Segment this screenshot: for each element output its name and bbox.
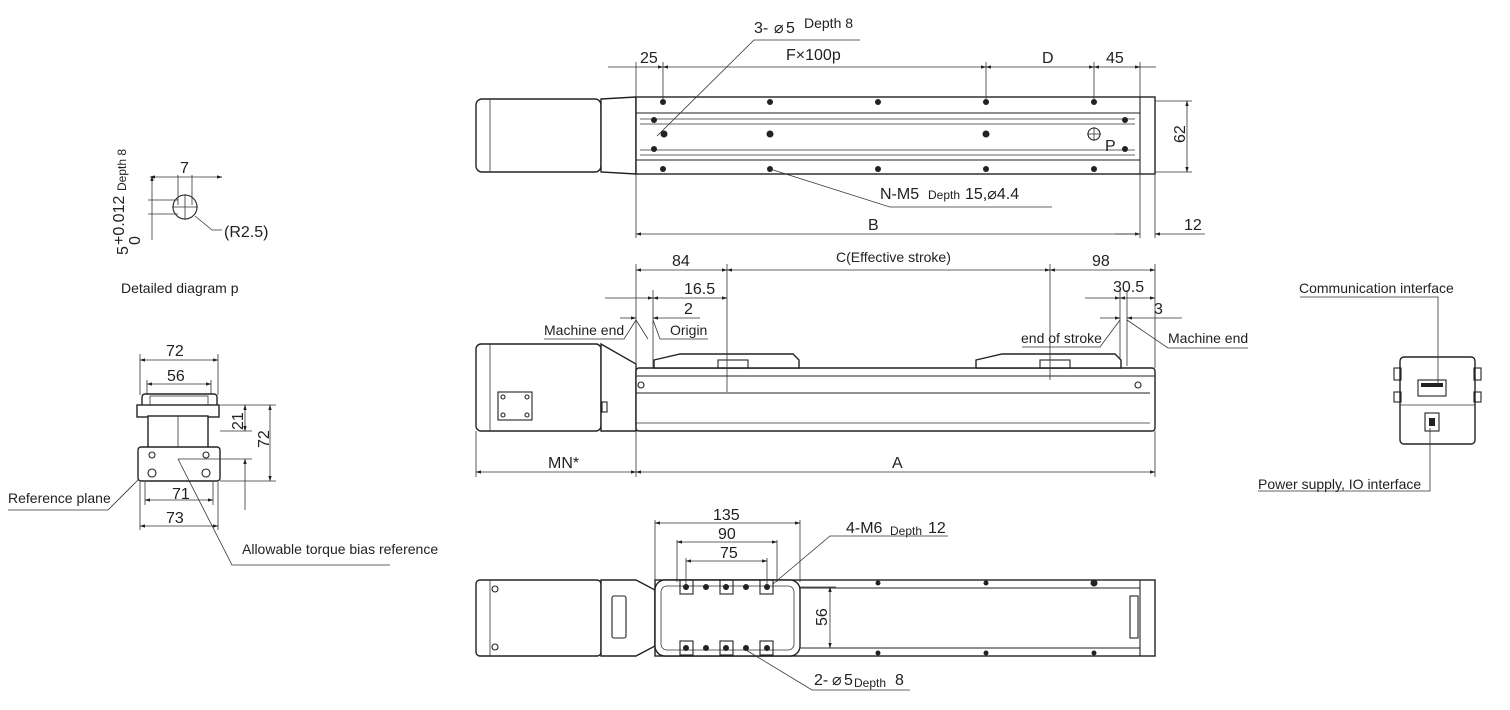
taps-depth-label: Depth xyxy=(928,188,960,202)
tolerance-base-label: 5 xyxy=(115,246,132,255)
connector-view: Communication interface Power supply, IO… xyxy=(1258,280,1482,492)
pins-depth-label: Depth xyxy=(854,676,886,690)
torque-reference-label: Allowable torque bias reference xyxy=(242,541,438,557)
dim-16-5-label: 16.5 xyxy=(684,281,715,298)
dim-90-label: 90 xyxy=(718,526,736,543)
dim-2-label: 2 xyxy=(684,301,693,318)
dim-25-label: 25 xyxy=(640,50,658,67)
end-view: 72 56 71 73 21 72 Reference plane Allowa… xyxy=(8,343,438,566)
bottom-view: 135 90 75 56 4-M6 Depth 12 2- ⌀ 5 Depth … xyxy=(475,507,1156,691)
detail-diagram: 7 (R2.5) 5 +0.012 0 Depth 8 Detailed dia… xyxy=(111,149,268,296)
holes-depth-label: Depth 8 xyxy=(804,15,853,31)
end-width-71-label: 71 xyxy=(172,486,190,503)
dim-12-label: 12 xyxy=(1184,217,1202,234)
end-height-21-label: 21 xyxy=(230,412,247,430)
tolerance-depth-label: Depth 8 xyxy=(115,149,129,191)
dim-84-label: 84 xyxy=(672,253,690,270)
pins-count-label: 2- xyxy=(814,672,828,689)
effective-stroke-label: C(Effective stroke) xyxy=(836,249,951,265)
dim-45-label: 45 xyxy=(1106,50,1124,67)
power-io-interface-label: Power supply, IO interface xyxy=(1258,476,1421,492)
detail-width-label: 7 xyxy=(180,160,189,177)
m6-tail-label: 12 xyxy=(928,520,946,537)
dim-30-5-label: 30.5 xyxy=(1113,279,1144,296)
mn-label: MN* xyxy=(548,455,579,472)
tolerance-lower-label: 0 xyxy=(127,236,144,245)
machine-end-right-label: Machine end xyxy=(1168,330,1248,346)
dim-d-label: D xyxy=(1042,50,1054,67)
end-width-72-label: 72 xyxy=(166,343,184,360)
detail-caption: Detailed diagram p xyxy=(121,280,239,296)
m6-label: 4-M6 xyxy=(846,520,883,537)
side-view: 84 C(Effective stroke) 98 16.5 2 30.5 3 … xyxy=(475,249,1248,477)
end-width-73-label: 73 xyxy=(166,510,184,527)
top-view: 3- ⌀ 5 Depth 8 25 F×100p D 45 62 P N-M5 … xyxy=(475,15,1205,238)
holes-dia-label: 5 xyxy=(786,20,795,37)
tolerance-upper-label: +0.012 xyxy=(111,196,128,245)
pins-dia-label: 5 xyxy=(844,672,853,689)
dim-62-label: 62 xyxy=(1172,125,1189,143)
diameter-symbol: ⌀ xyxy=(774,20,784,37)
machine-end-left-label: Machine end xyxy=(544,322,624,338)
m6-depth-label: Depth xyxy=(890,524,922,538)
detail-radius-label: (R2.5) xyxy=(224,224,268,241)
dim-f100-label: F×100p xyxy=(786,47,841,64)
end-of-stroke-label: end of stroke xyxy=(1021,330,1102,346)
dim-98-label: 98 xyxy=(1092,253,1110,270)
p-label: P xyxy=(1105,138,1116,155)
dim-135-label: 135 xyxy=(713,507,740,524)
dim-a-label: A xyxy=(892,455,903,472)
holes-count-label: 3- xyxy=(754,20,768,37)
reference-plane-label: Reference plane xyxy=(8,490,111,506)
dim-3-label: 3 xyxy=(1154,301,1163,318)
communication-interface-label: Communication interface xyxy=(1299,280,1454,296)
dim-75-label: 75 xyxy=(720,545,738,562)
end-width-56-label: 56 xyxy=(167,368,185,385)
pins-tail-label: 8 xyxy=(895,672,904,689)
taps-tail-label: 15,⌀4.4 xyxy=(965,186,1019,203)
origin-label: Origin xyxy=(670,322,707,338)
pin-diameter-symbol: ⌀ xyxy=(832,672,842,689)
taps-label: N-M5 xyxy=(880,186,919,203)
dim-b-label: B xyxy=(868,217,879,234)
end-height-72-label: 72 xyxy=(256,430,273,448)
dim-56-label: 56 xyxy=(814,608,831,626)
